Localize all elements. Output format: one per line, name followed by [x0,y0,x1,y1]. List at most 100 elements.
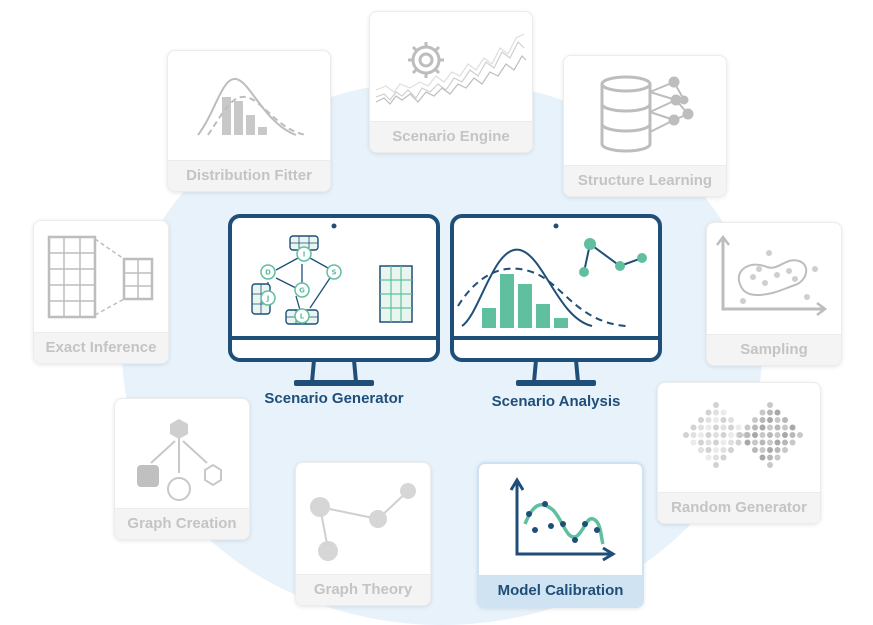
model-calibration-label: Model Calibration [479,575,642,606]
monitor-analysis-graphic [450,214,662,386]
random-dot [737,432,743,438]
node-i: I [303,251,306,259]
node-l: L [300,313,305,321]
random-dot [767,402,773,408]
random-dot [690,439,697,446]
random-dot [690,432,697,438]
scenario-engine-art [370,12,532,122]
node-graph-icon [310,483,416,561]
random-dot [759,447,766,453]
scenario-engine-label: Scenario Engine [370,121,532,152]
random-dot [713,432,719,438]
random-dot [728,439,734,446]
random-dot [789,432,796,438]
graph-creation-label: Graph Creation [115,508,249,539]
random-dot [752,424,758,431]
card-distribution-fitter[interactable]: Distribution Fitter [167,50,331,192]
exact-inference-label: Exact Inference [34,332,168,363]
random-dot [767,462,773,468]
random-dot [767,409,773,416]
random-dot [759,409,766,416]
random-dot [767,417,773,423]
structure-learning-art [564,56,726,166]
random-dot [752,439,758,446]
fit-curve-icon [509,477,616,562]
random-dot [705,409,712,416]
random-dot [767,454,773,461]
distribution-fitter-art [168,51,330,161]
sampling-art [707,223,841,335]
scenario-analysis-label: Scenario Analysis [491,393,621,410]
card-graph-creation[interactable]: Graph Creation [114,398,250,540]
random-dot [752,417,758,423]
card-scenario-engine[interactable]: Scenario Engine [369,11,533,153]
histogram-icon [482,274,568,328]
random-dot [774,454,781,461]
random-dot [759,424,766,431]
random-dot [767,432,773,438]
camera-dot-icon [331,223,337,229]
random-dot [713,424,719,431]
random-dot [774,424,781,431]
graph-creation-art [115,399,249,509]
random-dot [728,424,734,431]
random-dot [774,432,781,438]
card-sampling[interactable]: Sampling [706,222,842,366]
random-dot [683,432,689,438]
card-model-calibration[interactable]: Model Calibration [477,462,644,608]
model-calibration-art [479,464,642,576]
random-dot [698,439,704,446]
exact-inference-art [34,221,168,333]
random-dot [705,439,712,446]
random-dot [789,439,796,446]
random-dot [720,424,727,431]
random-dot [713,462,719,468]
random-dot [774,417,781,423]
random-dot [713,439,719,446]
random-dot [690,424,697,431]
shape-tree-icon [137,419,222,501]
node-g: G [299,287,305,295]
random-dot [797,432,803,438]
random-dot [728,447,734,453]
random-dot [767,447,773,453]
random-dot [720,432,727,438]
random-dot [713,454,719,461]
node-d: D [265,269,271,277]
random-dot [759,454,766,461]
scatter-cluster-icon [716,234,828,316]
monitor-generator-graphic: I D S G J L [228,214,440,386]
card-graph-theory[interactable]: Graph Theory [295,462,431,606]
scenario-generator-label: Scenario Generator [264,390,404,407]
distribution-fitter-label: Distribution Fitter [168,160,330,191]
structure-learning-label: Structure Learning [564,165,726,196]
card-random-generator[interactable]: Random Generator [657,382,821,524]
random-dot [782,417,788,423]
monitor-scenario-generator[interactable]: I D S G J L [228,214,440,390]
random-dot [767,439,773,446]
random-dot [728,417,734,423]
random-dot [713,417,719,423]
random-dot [774,439,781,446]
random-dot [767,424,773,431]
random-dot [789,424,796,431]
random-dot [782,432,788,438]
random-dot [744,432,751,438]
card-structure-learning[interactable]: Structure Learning [563,55,727,197]
random-dot [705,424,712,431]
monitor-scenario-analysis[interactable] [450,214,662,390]
random-dot [735,439,742,446]
gear-icon [408,42,444,78]
random-dot [735,424,742,431]
random-generator-art [658,383,820,493]
grid-table-icon [379,265,413,323]
card-exact-inference[interactable]: Exact Inference [33,220,169,364]
sampling-label: Sampling [707,334,841,365]
random-generator-label: Random Generator [658,492,820,523]
dot-diamond-icon [683,402,803,468]
node-j: J [266,295,270,303]
random-dot [698,417,704,423]
line-points-icon [579,238,647,277]
random-dot [698,447,704,453]
random-dot [774,409,781,416]
